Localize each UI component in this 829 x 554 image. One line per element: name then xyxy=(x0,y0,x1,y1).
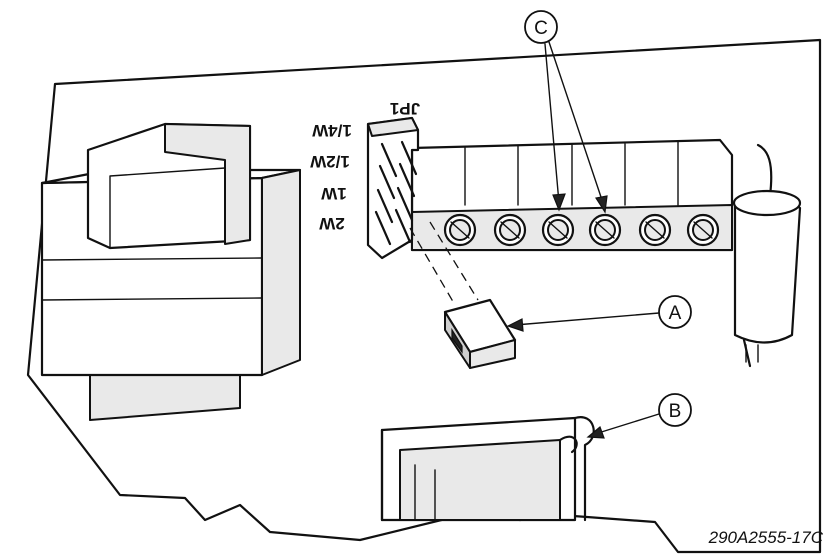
terminal-screw-4 xyxy=(588,213,622,247)
terminal-screw-2 xyxy=(493,213,527,247)
jumper-pin-row-2w xyxy=(374,208,412,246)
jumper-header-title: JP1 xyxy=(390,99,420,118)
callout-a: A xyxy=(506,295,692,332)
jumper-pin-row-1-2w xyxy=(378,162,416,200)
terminal-screw-1 xyxy=(443,213,477,247)
bracket xyxy=(380,416,595,522)
jumper-label-1-4w: 1/4W xyxy=(311,121,352,140)
jumper-guide-line-2 xyxy=(429,221,479,301)
jumper-label-2w: 2W xyxy=(318,214,344,233)
terminal-screw-5 xyxy=(638,213,672,247)
jumper-label-1w: 1W xyxy=(320,184,346,203)
callout-a-label: A xyxy=(669,303,682,324)
terminal-screw-6 xyxy=(686,213,720,247)
callout-c-label: C xyxy=(534,18,548,39)
jumper-pin-row-1-4w xyxy=(380,140,418,178)
terminal-block xyxy=(410,138,734,252)
callout-b: B xyxy=(586,393,692,439)
terminal-screw-3 xyxy=(541,213,575,247)
callout-c: C xyxy=(524,10,608,214)
transformer xyxy=(40,122,302,421)
jumper-header xyxy=(366,116,420,260)
jumper-pin-row-1w xyxy=(376,186,414,224)
figure-code: 290A2555-17C xyxy=(708,528,823,547)
callout-b-label: B xyxy=(669,401,682,422)
jumper-shunt xyxy=(443,298,517,369)
jumper-label-1-2w: 1/2W xyxy=(309,152,350,171)
resistor xyxy=(732,143,802,368)
